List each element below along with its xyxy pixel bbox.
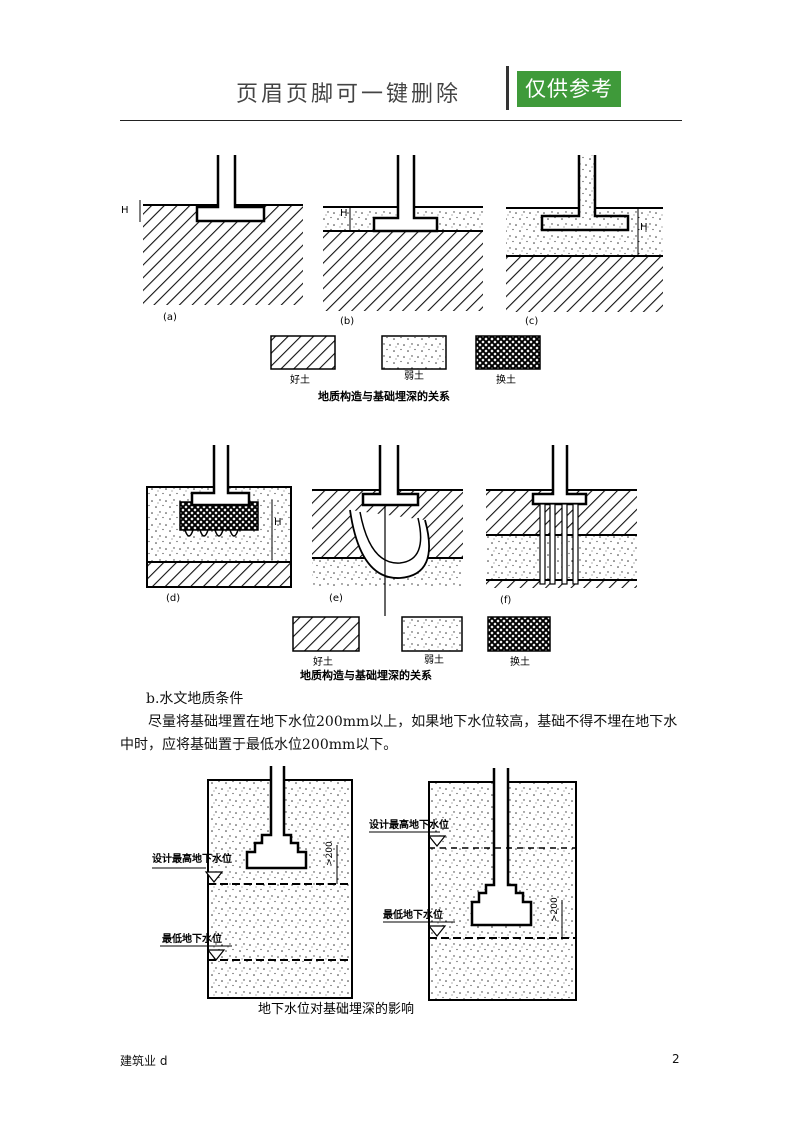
legend-weak-soil: 弱土 bbox=[404, 369, 424, 382]
panel-c: H (c) bbox=[506, 155, 663, 327]
left-high-water-label: 设计最高地下水位 bbox=[152, 852, 232, 865]
figure-soil-structure-def: H (d) (e) (f) 好土 弱土 换土 地质构造与基础埋深的关系 bbox=[146, 445, 637, 682]
right-diagram: 设计最高地下水位 最低地下水位 >200 bbox=[369, 768, 577, 1001]
footer-left: 建筑业 d bbox=[120, 1054, 168, 1068]
panel-a: H (a) bbox=[121, 155, 303, 323]
dim-right: >200 bbox=[550, 897, 560, 922]
header-separator bbox=[506, 66, 509, 110]
left-low-water-label: 最低地下水位 bbox=[162, 932, 222, 945]
panel-b: H (b) bbox=[323, 155, 483, 327]
header-title: 页眉页脚可一键删除 bbox=[236, 82, 462, 107]
header-rule bbox=[120, 120, 682, 121]
dim-label: H bbox=[121, 205, 129, 216]
figure-soil-structure-abc: H (a) H (b) H (c) 好土 弱土 换土 地质构造与基础埋深的关系 bbox=[121, 155, 663, 403]
panel-label-b: (b) bbox=[340, 316, 354, 327]
page-number: 2 bbox=[672, 1052, 680, 1066]
figure-groundwater-depth: 设计最高地下水位 >200 最低地下水位 设计最高地下水位 最低地下水位 >20… bbox=[152, 766, 577, 1017]
right-low-water-label: 最低地下水位 bbox=[383, 908, 443, 921]
figure-caption: 地下水位对基础埋深的影响 bbox=[258, 1001, 414, 1017]
legend-replaced-soil: 换土 bbox=[510, 655, 530, 668]
panel-label-d: (d) bbox=[166, 593, 180, 604]
legend-weak-soil: 弱土 bbox=[424, 653, 444, 666]
legend-good-soil: 好土 bbox=[313, 655, 333, 668]
dim-label: H bbox=[274, 517, 282, 528]
dim-label: H bbox=[340, 208, 348, 219]
right-high-water-label: 设计最高地下水位 bbox=[369, 818, 449, 831]
panel-label-a: (a) bbox=[163, 312, 177, 323]
panel-f: (f) bbox=[486, 445, 637, 606]
figure-caption: 地质构造与基础埋深的关系 bbox=[318, 389, 450, 403]
reference-only-badge: 仅供参考 bbox=[517, 71, 621, 107]
panel-d: H (d) bbox=[146, 445, 292, 604]
panel-label-c: (c) bbox=[525, 316, 538, 327]
section-body: 尽量将基础埋置在地下水位200mm以上，如果地下水位较高，基础不得不埋在地下水中… bbox=[120, 714, 678, 753]
legend: 好土 弱土 换土 地质构造与基础埋深的关系 bbox=[292, 616, 551, 682]
dim-label: H bbox=[640, 222, 648, 233]
panel-e: (e) bbox=[312, 445, 463, 616]
dim-left: >200 bbox=[325, 841, 335, 866]
panel-label-e: (e) bbox=[329, 593, 343, 604]
figure-caption: 地质构造与基础埋深的关系 bbox=[300, 668, 432, 682]
section-heading: b.水文地质条件 bbox=[146, 691, 244, 707]
panel-label-f: (f) bbox=[500, 595, 511, 606]
legend-replaced-soil: 换土 bbox=[496, 373, 516, 386]
legend: 好土 弱土 换土 地质构造与基础埋深的关系 bbox=[270, 335, 541, 403]
legend-good-soil: 好土 bbox=[290, 373, 310, 386]
left-diagram: 设计最高地下水位 >200 最低地下水位 bbox=[152, 766, 353, 999]
